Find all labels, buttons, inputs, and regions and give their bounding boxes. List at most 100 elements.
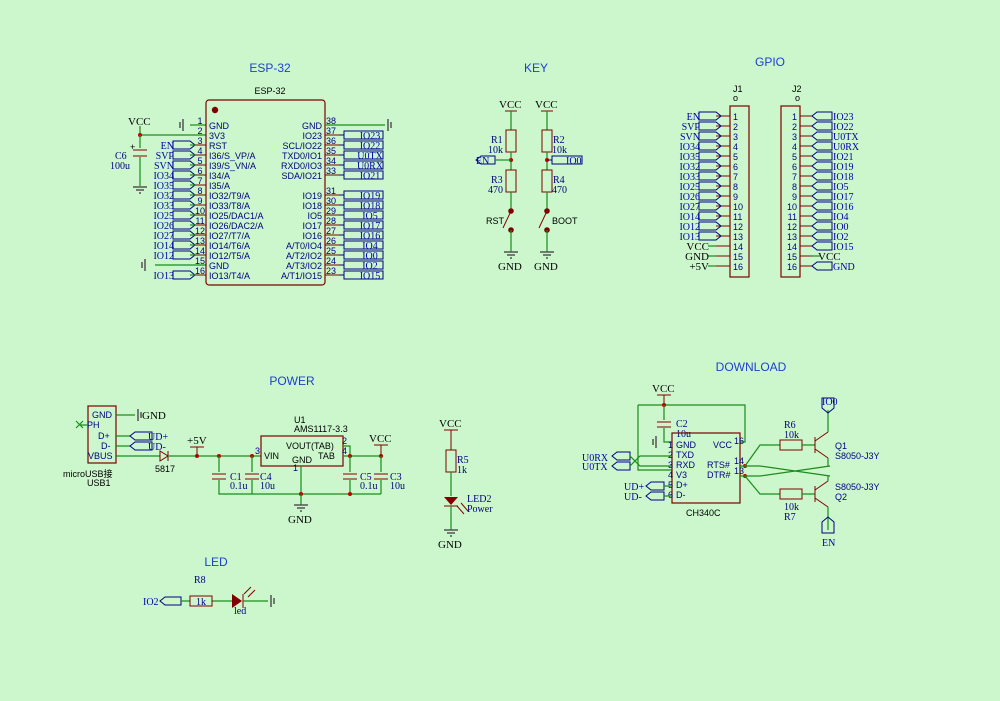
u1-part: AMS1117-3.3 (294, 424, 348, 434)
power-vcc: VCC (369, 433, 392, 445)
r6-ref: R6 (784, 420, 796, 431)
esp32-vcc-label: VCC (128, 116, 151, 128)
j2-port-label: IO15 (833, 242, 854, 253)
c1-ref: C1 (230, 472, 242, 483)
ch-n2: 2 (668, 450, 673, 460)
c5-val: 0.1u (360, 481, 378, 492)
j2-pin-num: 14 (787, 242, 797, 252)
esp32-right-pin-num: 26 (326, 236, 336, 246)
esp32-right-port-label: U0TX (357, 151, 383, 162)
usb-pin-dp: D+ (98, 431, 110, 441)
c2-ref: C2 (676, 419, 688, 430)
power-section: GND PH D+ D- VBUS microUSB接 USB1 GND UD+… (63, 405, 493, 551)
usb1-body (87, 405, 117, 464)
u1-vouttab: VOUT(TAB) (286, 441, 334, 451)
j2-pin-num: 12 (787, 222, 797, 232)
esp32-left-pin-num: 10 (195, 206, 205, 216)
esp32-left-pin-name: I39/S_VN/A (209, 161, 256, 171)
esp32-right-pin-num: 33 (326, 166, 336, 176)
esp32-right-pin-num: 35 (326, 146, 336, 156)
dl-udm: UD- (624, 492, 642, 503)
j2-pin-num: 13 (787, 232, 797, 242)
j1-port-label: EN (687, 112, 700, 123)
title-download: DOWNLOAD (716, 360, 787, 374)
esp32-left-pin-num: 12 (195, 226, 205, 236)
c4-ref: C4 (260, 472, 272, 483)
c5-ref: C5 (360, 472, 372, 483)
esp32-left-pin-name: IO32/T9/A (209, 191, 250, 201)
j2-port-label: IO21 (833, 152, 854, 163)
j1-pin-num: 15 (733, 252, 743, 262)
dl-u0rx: U0RX (582, 453, 609, 464)
dl-udp: UD+ (624, 482, 644, 493)
r8-ref: R8 (194, 575, 206, 586)
esp32-right-pin-name: RXD0/IO3 (281, 161, 322, 171)
c3-val: 10u (390, 481, 405, 492)
esp32-left-pin-name: IO27/T7/A (209, 231, 250, 241)
j2-body (780, 105, 801, 278)
u1-body (260, 435, 344, 467)
j2-pin-num: 4 (792, 142, 797, 152)
j2-port-label: IO19 (833, 162, 854, 173)
dl-vcc: VCC (652, 383, 675, 395)
esp32-left-pin-name: IO26/DAC2/A (209, 221, 264, 231)
esp32-left-port-label: IO33 (153, 201, 174, 212)
esp32-left-pin-num: 8 (197, 186, 202, 196)
esp32-left-pin-name: IO25/DAC1/A (209, 211, 264, 221)
r4 (541, 169, 553, 193)
r7-val: 10k (784, 502, 799, 513)
key-io0-port: IO0 (566, 156, 582, 167)
esp32-left-pin-num: 15 (195, 256, 205, 266)
r2-ref: R2 (553, 135, 565, 146)
q2-part: S8050-J3Y (835, 482, 880, 492)
sw-rst-label: RST (486, 216, 505, 226)
esp32-left-pin-num: 2 (197, 126, 202, 136)
c6-value: 100u (110, 161, 130, 172)
j1-pin-num: 1 (733, 112, 738, 122)
key-gnd-2: GND (534, 261, 558, 273)
power-gnd: GND (288, 514, 312, 526)
q2-ref: Q2 (835, 492, 847, 502)
j2-port-label: IO18 (833, 172, 854, 183)
r1 (505, 129, 517, 153)
esp32-right-pin-num: 25 (326, 246, 336, 256)
usb-ref: USB1 (87, 478, 111, 488)
esp32-right-pin-num: 27 (326, 226, 336, 236)
usb-gnd-net: GND (142, 410, 166, 422)
esp32-left-pin-num: 14 (195, 246, 205, 256)
u1-pin4: 4 (342, 446, 347, 456)
j2-port-label: U0TX (833, 132, 859, 143)
j2-pin-num: 5 (792, 152, 797, 162)
j1-port-label: IO33 (679, 172, 700, 183)
ch-n1: 1 (668, 440, 673, 450)
esp32-left-pin-num: 11 (195, 216, 204, 226)
j1-port-label: IO14 (679, 212, 700, 223)
esp32-right-port-label: IO0 (362, 251, 378, 262)
u1-pin1: 1 (293, 463, 298, 473)
j1-port-label: SVN (680, 132, 700, 143)
r1-ref: R1 (491, 135, 503, 146)
esp32-left-port-label: IO26 (153, 221, 174, 232)
esp32-left-port-label: EN (161, 141, 174, 152)
esp32-left-pin-name: I36/S_VP/A (209, 151, 256, 161)
j2-pin-num: 2 (792, 122, 797, 132)
esp32-left-pin-num: 16 (195, 266, 205, 276)
power-5v: +5V (187, 435, 207, 447)
esp32-left-pin-name: I35/A (209, 181, 230, 191)
esp32-right-port-label: IO22 (360, 141, 381, 152)
c6-ref: C6 (115, 151, 127, 162)
gpio-section: J1 o J2 o 1EN2SVP3SVN4IO345IO356IO327IO3… (679, 84, 860, 278)
ch-gnd: GND (676, 440, 697, 450)
j1-pin-num: 12 (733, 222, 743, 232)
j2-pin-num: 15 (787, 252, 797, 262)
led2-gnd: GND (438, 539, 462, 551)
esp32-right-pin-name: GND (302, 121, 323, 131)
esp32-left-port-label: SVN (154, 161, 174, 172)
key-gnd-1: GND (498, 261, 522, 273)
key-vcc-1: VCC (499, 99, 522, 111)
j1-pin-num: 6 (733, 162, 738, 172)
u1-vin: VIN (264, 451, 279, 461)
download-section: VCC C2 10u CH340C GND TXD RXD V3 D+ D- V… (582, 383, 880, 549)
esp32-left-pin-name: IO14/T6/A (209, 241, 250, 251)
